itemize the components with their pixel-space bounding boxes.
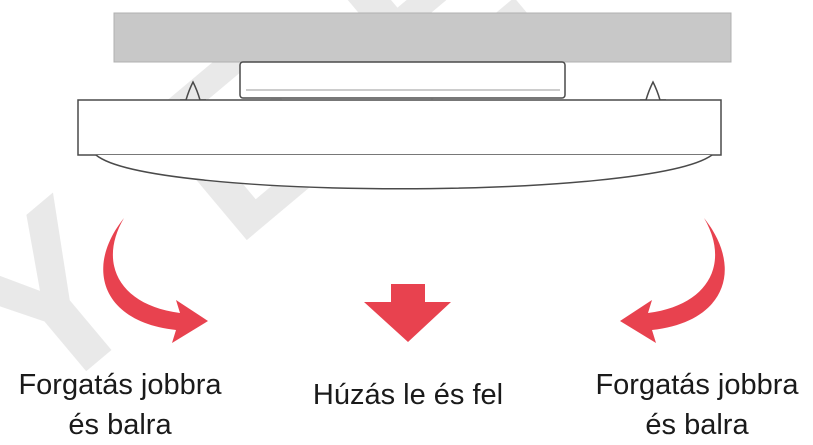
mounting-clip-left	[180, 80, 206, 101]
caption-center-line1: Húzás le és fel	[312, 379, 504, 411]
caption-pull-down: Húzás le és fel	[278, 375, 538, 415]
mounting-base	[239, 61, 566, 99]
caption-right-line1: Forgatás jobbra	[595, 369, 799, 401]
lamp-body	[77, 99, 722, 156]
arrow-down-icon	[364, 284, 451, 342]
lamp-diffuser	[95, 154, 713, 190]
caption-rotate-right: Forgatás jobbra és balra	[567, 365, 813, 445]
mounting-clip-right	[640, 80, 666, 101]
caption-right-line2: és balra	[645, 409, 749, 441]
curved-arrow-right-icon	[103, 218, 208, 343]
curved-arrow-left-icon	[620, 218, 725, 343]
caption-left-line1: Forgatás jobbra	[18, 369, 222, 401]
ceiling-plate	[113, 12, 732, 63]
caption-left-line2: és balra	[68, 409, 172, 441]
caption-rotate-left: Forgatás jobbra és balra	[0, 365, 250, 445]
